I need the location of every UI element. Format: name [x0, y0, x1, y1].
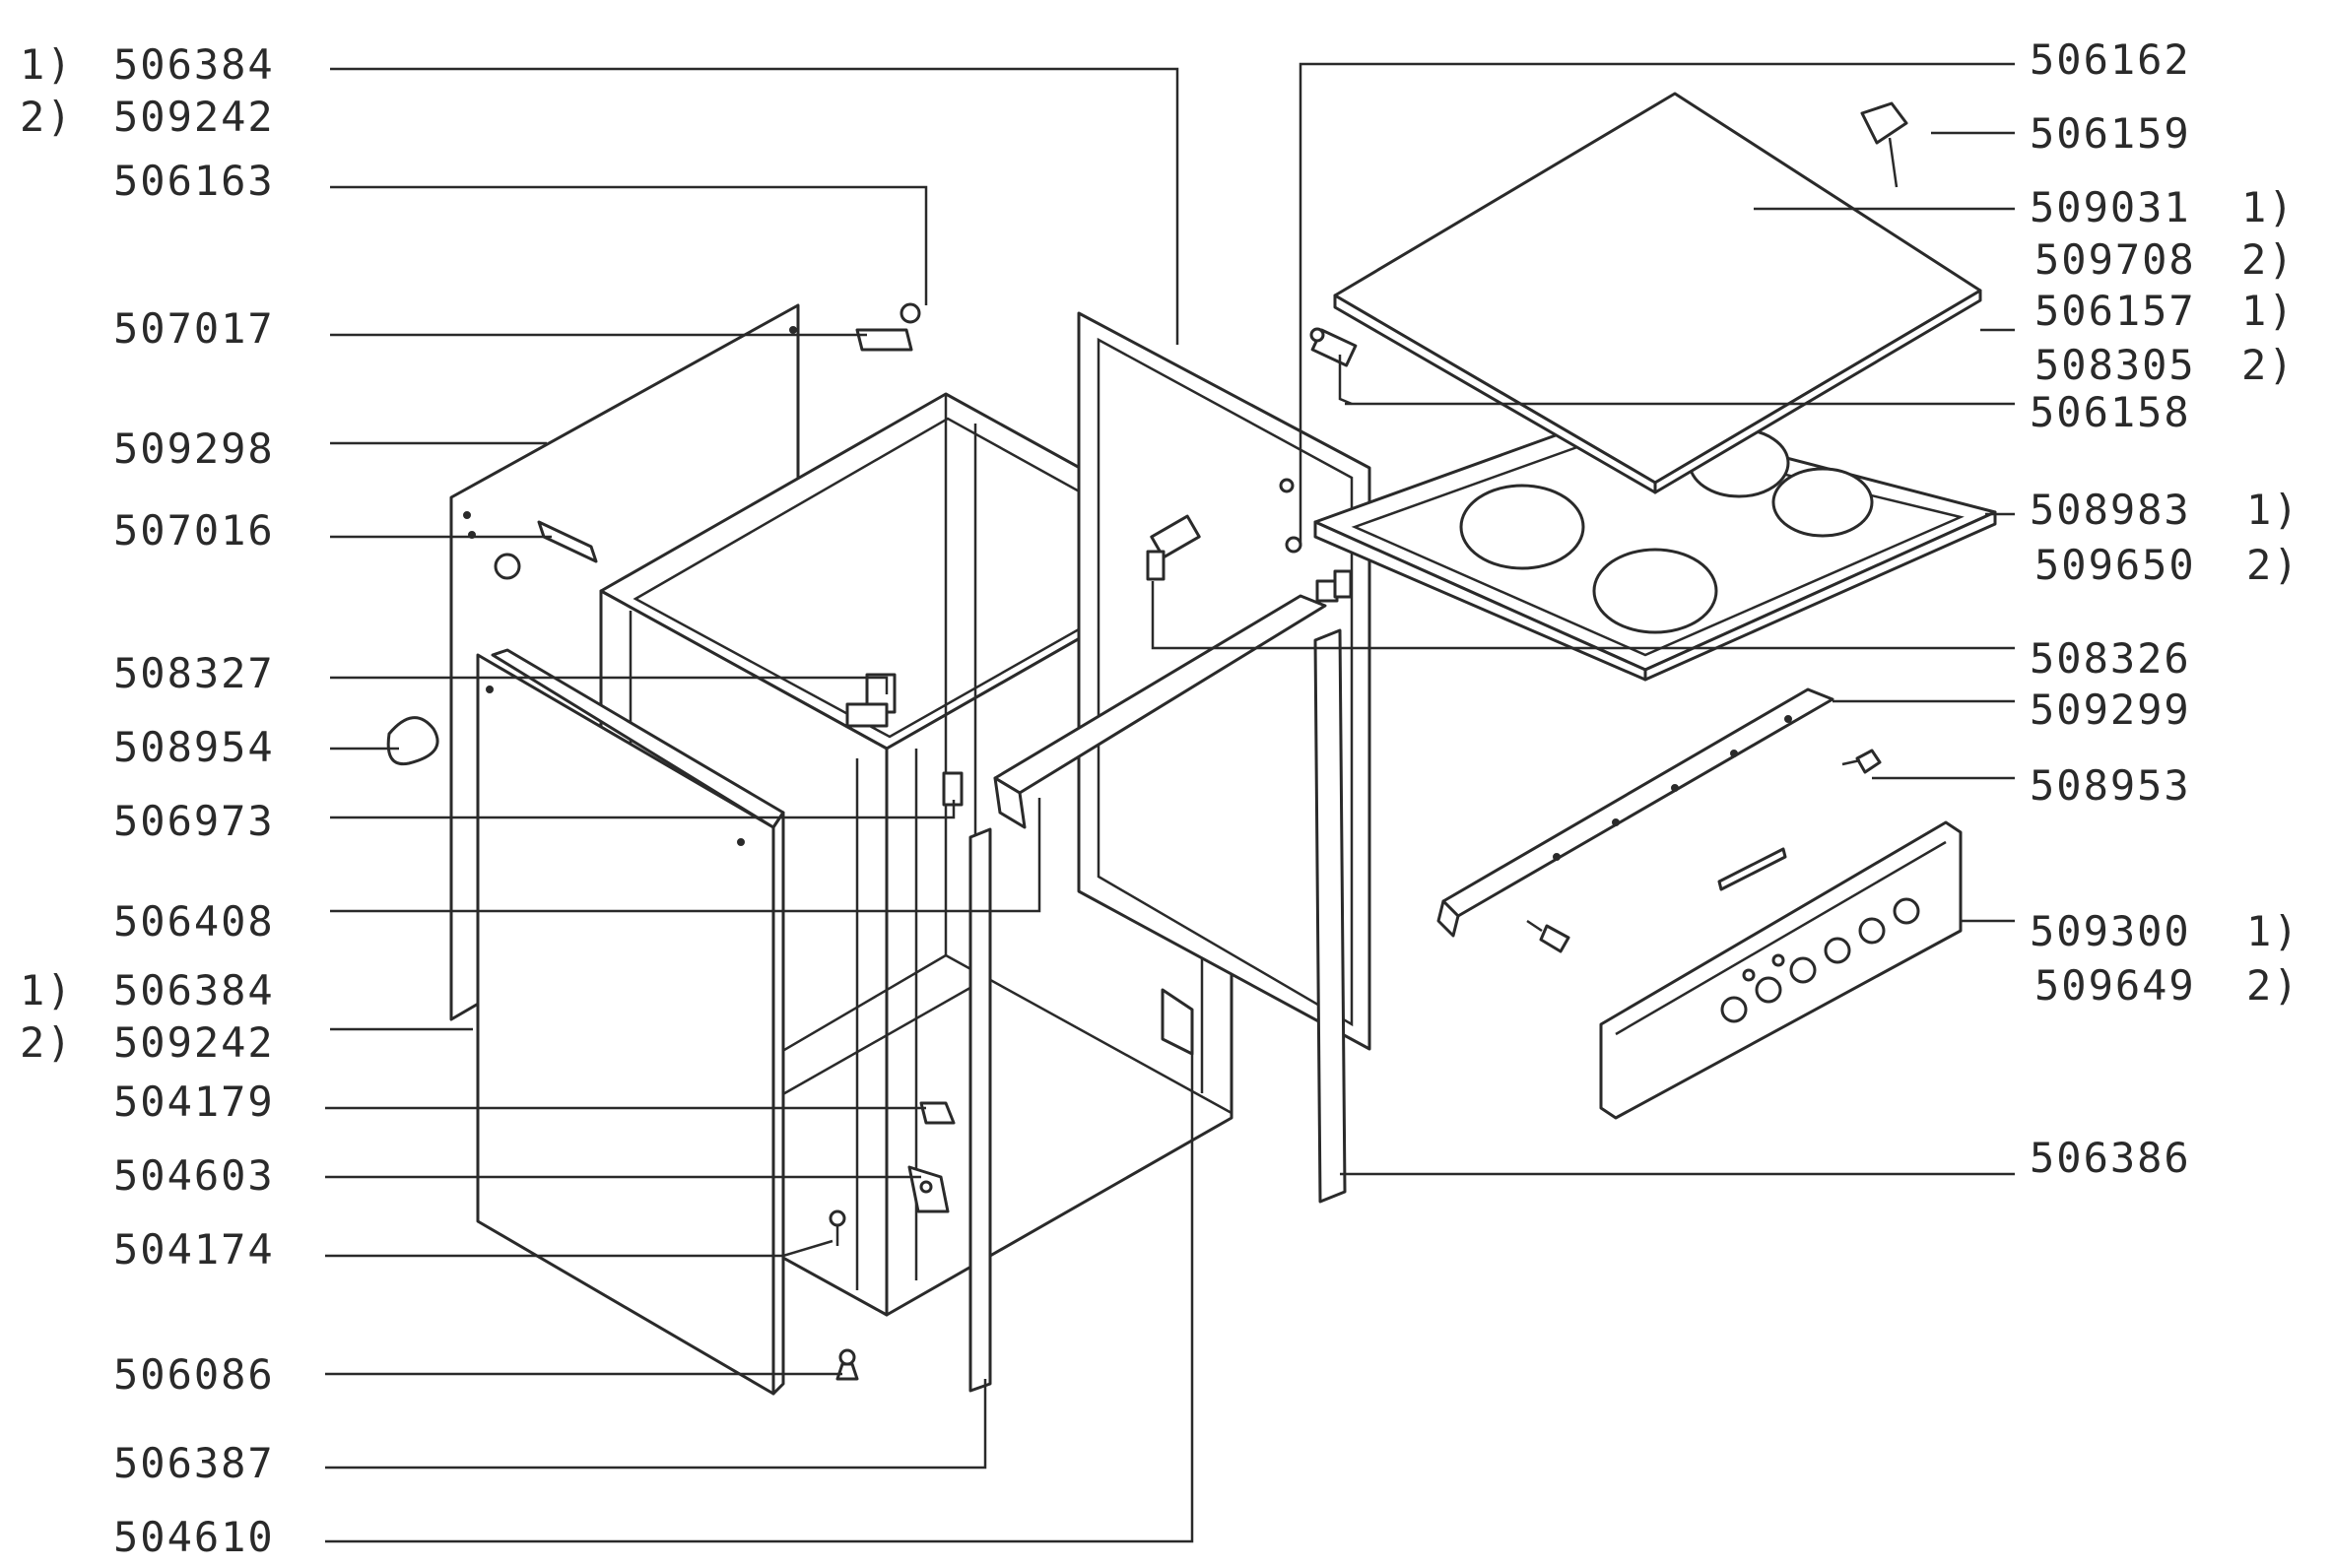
- part-number-label: 508983: [2030, 486, 2191, 534]
- left-part-labels: 1) 506384 2) 509242 506163 507017 509298…: [20, 40, 275, 1561]
- part-number-label: 509300: [2030, 907, 2191, 955]
- part-number-label: 508326: [2030, 634, 2191, 683]
- right-part-labels: 506162 506159 509031 1) 509708 2) 506157…: [2030, 35, 2300, 1182]
- right-side-panel: [1077, 311, 1371, 1051]
- hinge-508954: [386, 716, 439, 766]
- part-number-label: 509650: [2034, 541, 2196, 589]
- part-number-label: 509649: [2034, 961, 2196, 1010]
- part-number-label: 508327: [113, 649, 275, 697]
- part-number-label: 509242: [113, 1018, 275, 1067]
- part-number-label: 506387: [113, 1439, 275, 1487]
- control-rail: [1441, 687, 1834, 918]
- part-number-label: 504603: [113, 1151, 275, 1200]
- suffix-label: 2): [2246, 961, 2300, 1010]
- vertical-strip-506386: [1313, 628, 1347, 1204]
- part-number-label: 506386: [2030, 1134, 2191, 1182]
- suffix-label: 2): [2246, 541, 2300, 589]
- part-number-label: 507016: [113, 506, 275, 555]
- bracket-507016: [537, 520, 598, 563]
- suffix-label: 1): [2241, 287, 2296, 335]
- part-number-label: 509298: [113, 425, 275, 473]
- part-number-label: 506384: [113, 966, 275, 1014]
- control-panel: [1599, 820, 1963, 1120]
- suffix-label: 2): [2241, 235, 2296, 284]
- part-number-label: 509242: [113, 93, 275, 141]
- part-number-label: 504610: [113, 1513, 275, 1561]
- part-number-label: 506157: [2034, 287, 2196, 335]
- prefix-label: 2): [20, 1018, 74, 1067]
- suffix-label: 1): [2246, 486, 2300, 534]
- part-number-label: 506163: [113, 157, 275, 205]
- prefix-label: 2): [20, 93, 74, 141]
- prefix-label: 1): [20, 966, 74, 1014]
- suffix-label: 1): [2246, 907, 2300, 955]
- part-number-label: 509031: [2030, 183, 2191, 231]
- part-number-label: 506159: [2030, 109, 2191, 158]
- part-number-label: 506384: [113, 40, 275, 89]
- bracket-507017: [855, 328, 913, 352]
- hardware-parts: [386, 101, 1908, 1381]
- suffix-label: 2): [2241, 341, 2296, 389]
- part-number-label: 508954: [113, 723, 275, 771]
- part-number-label: 504179: [113, 1078, 275, 1126]
- part-number-label: 508953: [2030, 761, 2191, 810]
- part-number-label: 509708: [2034, 235, 2196, 284]
- part-number-label: 506158: [2030, 388, 2191, 436]
- hob-top: [1313, 412, 1997, 682]
- part-number-label: 508305: [2034, 341, 2196, 389]
- suffix-label: 1): [2241, 183, 2296, 231]
- prefix-label: 1): [20, 40, 74, 89]
- part-number-label: 509299: [2030, 686, 2191, 734]
- part-number-label: 506408: [113, 897, 275, 946]
- part-number-label: 506086: [113, 1350, 275, 1399]
- part-number-label: 506162: [2030, 35, 2191, 84]
- cabinet-drawing: [386, 92, 1997, 1396]
- part-number-label: 506973: [113, 797, 275, 845]
- part-number-label: 504174: [113, 1225, 275, 1274]
- leader-lines: [325, 62, 2015, 1543]
- vertical-strip-506387: [968, 827, 992, 1393]
- part-number-label: 507017: [113, 304, 275, 353]
- top-cover-panel: [1333, 92, 1982, 485]
